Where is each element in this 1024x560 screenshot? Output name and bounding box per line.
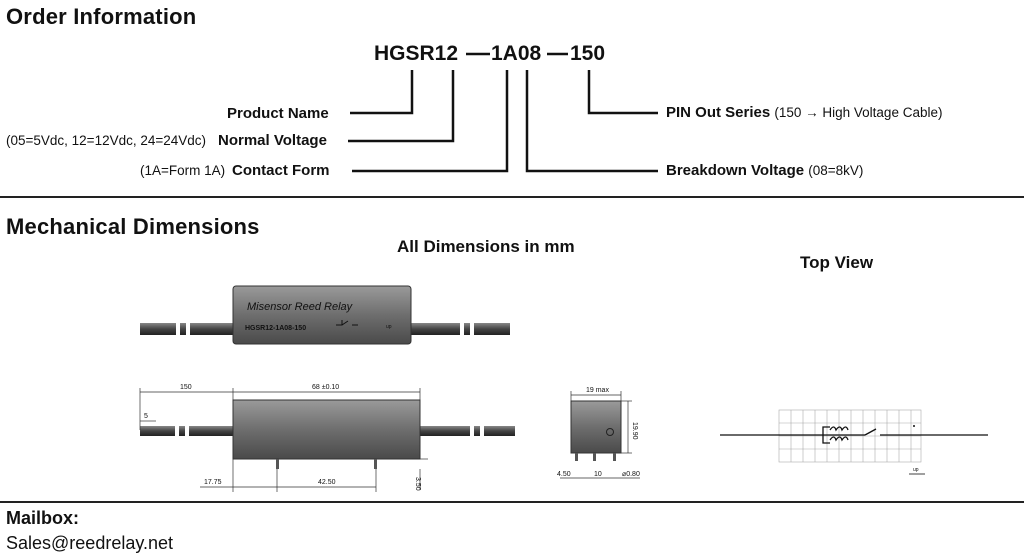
relay-model-text: HGSR12-1A08-150 — [245, 325, 306, 332]
pin-out-label: PIN Out Series (150 → High Voltage Cable… — [666, 104, 943, 121]
email-link[interactable]: Sales@reedrelay.net — [6, 533, 174, 553]
top-view-grid — [778, 409, 922, 463]
dim-side-a: 4.50 — [557, 471, 571, 478]
dim-pin-diameter: ⌀0.80 — [622, 471, 640, 478]
dim-pin-span: 42.50 — [318, 479, 336, 486]
section-divider-top — [0, 196, 1024, 198]
dim-strip: 5 — [144, 413, 148, 420]
relay-mark-text: up — [386, 324, 392, 330]
code-part-series: HGSR12 — [374, 42, 459, 65]
pin-out-note: (150 → High Voltage Cable) — [774, 105, 943, 120]
product-name-label: Product Name — [227, 105, 329, 122]
top-view-caption: Top View — [800, 253, 874, 272]
relay-brand-text: Misensor Reed Relay — [247, 301, 354, 313]
dim-lead-length: 150 — [180, 384, 192, 391]
top-view-mark: up — [913, 467, 919, 473]
order-information-title: Order Information — [6, 4, 197, 29]
dim-height: 19.90 — [631, 422, 638, 440]
section-divider-bottom — [0, 501, 1024, 503]
normal-voltage-label: Normal Voltage — [218, 132, 327, 149]
side-view-drawing: 150 68 ±0.10 5 17.75 42.50 3.50 — [139, 384, 515, 492]
contact-form-label: Contact Form — [232, 162, 330, 179]
end-view-drawing: 19 max 19.90 4.50 10 ⌀0.80 — [557, 387, 640, 479]
relay-3d-image: Misensor Reed Relay HGSR12-1A08-150 up — [140, 285, 510, 345]
breakdown-voltage-label: Breakdown Voltage (08=8kV) — [666, 162, 864, 179]
mechanical-dimensions-title: Mechanical Dimensions — [6, 214, 260, 239]
voltage-note: (05=5Vdc, 12=12Vdc, 24=24Vdc) — [6, 133, 207, 148]
top-view-schematic: up — [720, 409, 988, 475]
units-caption: All Dimensions in mm — [397, 237, 575, 256]
contact-form-note: (1A=Form 1A) — [140, 163, 226, 178]
dim-side-b: 10 — [594, 471, 602, 478]
code-part-contact: 1A08 — [491, 42, 542, 65]
code-part-pinout: 150 — [570, 42, 606, 65]
dim-pin-offset: 17.75 — [204, 479, 222, 486]
dim-pin-height: 3.50 — [414, 477, 421, 491]
breakdown-note: (08=8kV) — [808, 163, 864, 178]
dim-body-length: 68 ±0.10 — [312, 384, 339, 391]
mailbox-label: Mailbox: — [6, 508, 80, 528]
dim-width: 19 max — [586, 387, 609, 394]
order-bracket-lines — [348, 52, 658, 173]
